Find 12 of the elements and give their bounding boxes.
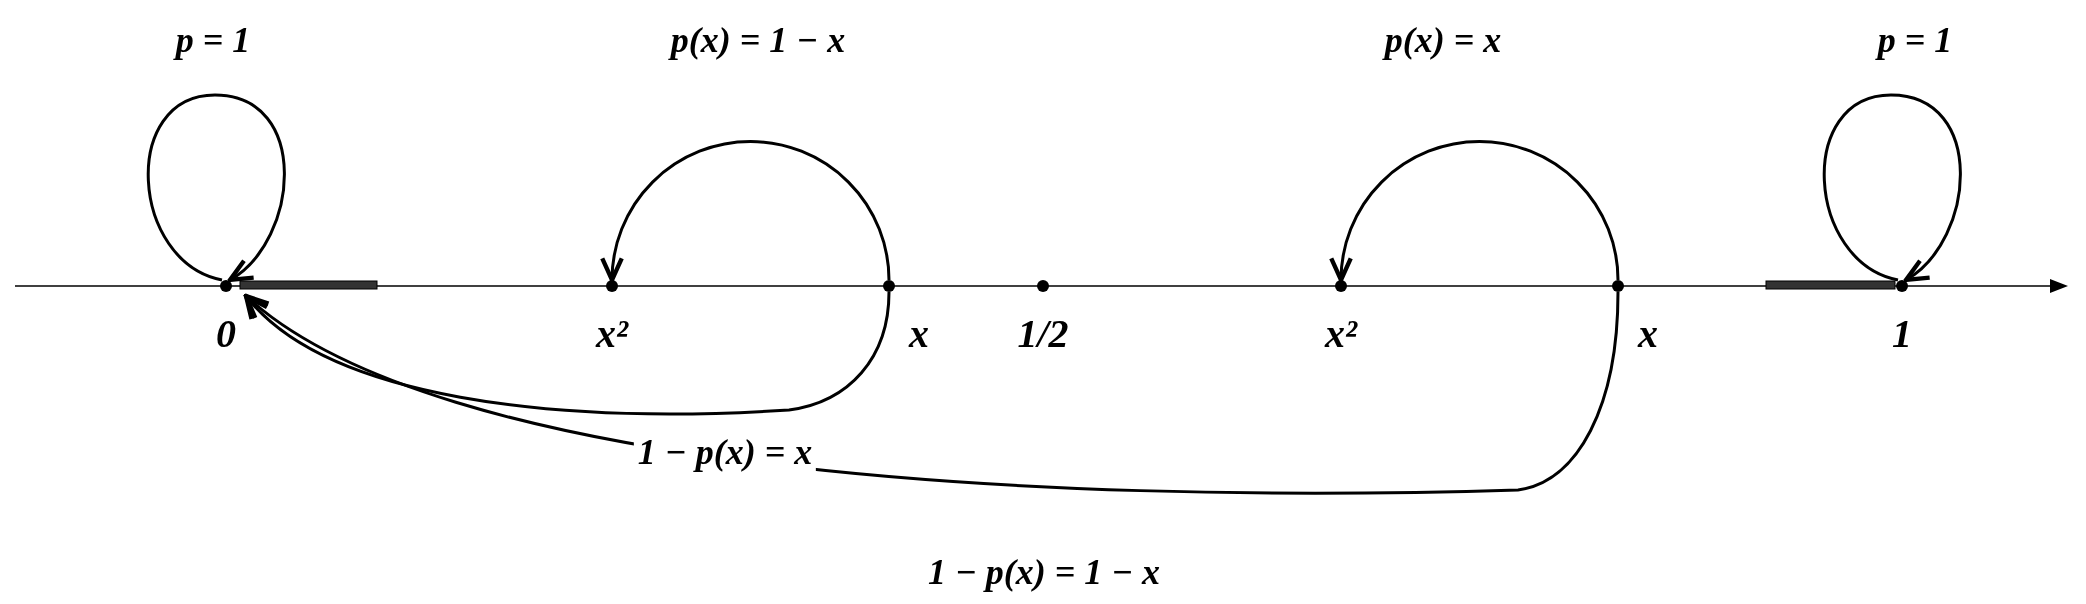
arrow [1330, 140, 1620, 283]
point-label: x² [594, 314, 630, 354]
point-label: x [1636, 314, 1659, 354]
point-label: x [907, 314, 930, 354]
arrow [243, 291, 891, 416]
arrow [601, 140, 891, 283]
point-label: 1/2 [1016, 314, 1070, 354]
point-label: 1 [1891, 314, 1913, 354]
point-label: x² [1323, 314, 1359, 354]
loop-arrow [1823, 93, 1962, 283]
point-label: 0 [215, 314, 237, 354]
loop-arrow [147, 93, 286, 283]
